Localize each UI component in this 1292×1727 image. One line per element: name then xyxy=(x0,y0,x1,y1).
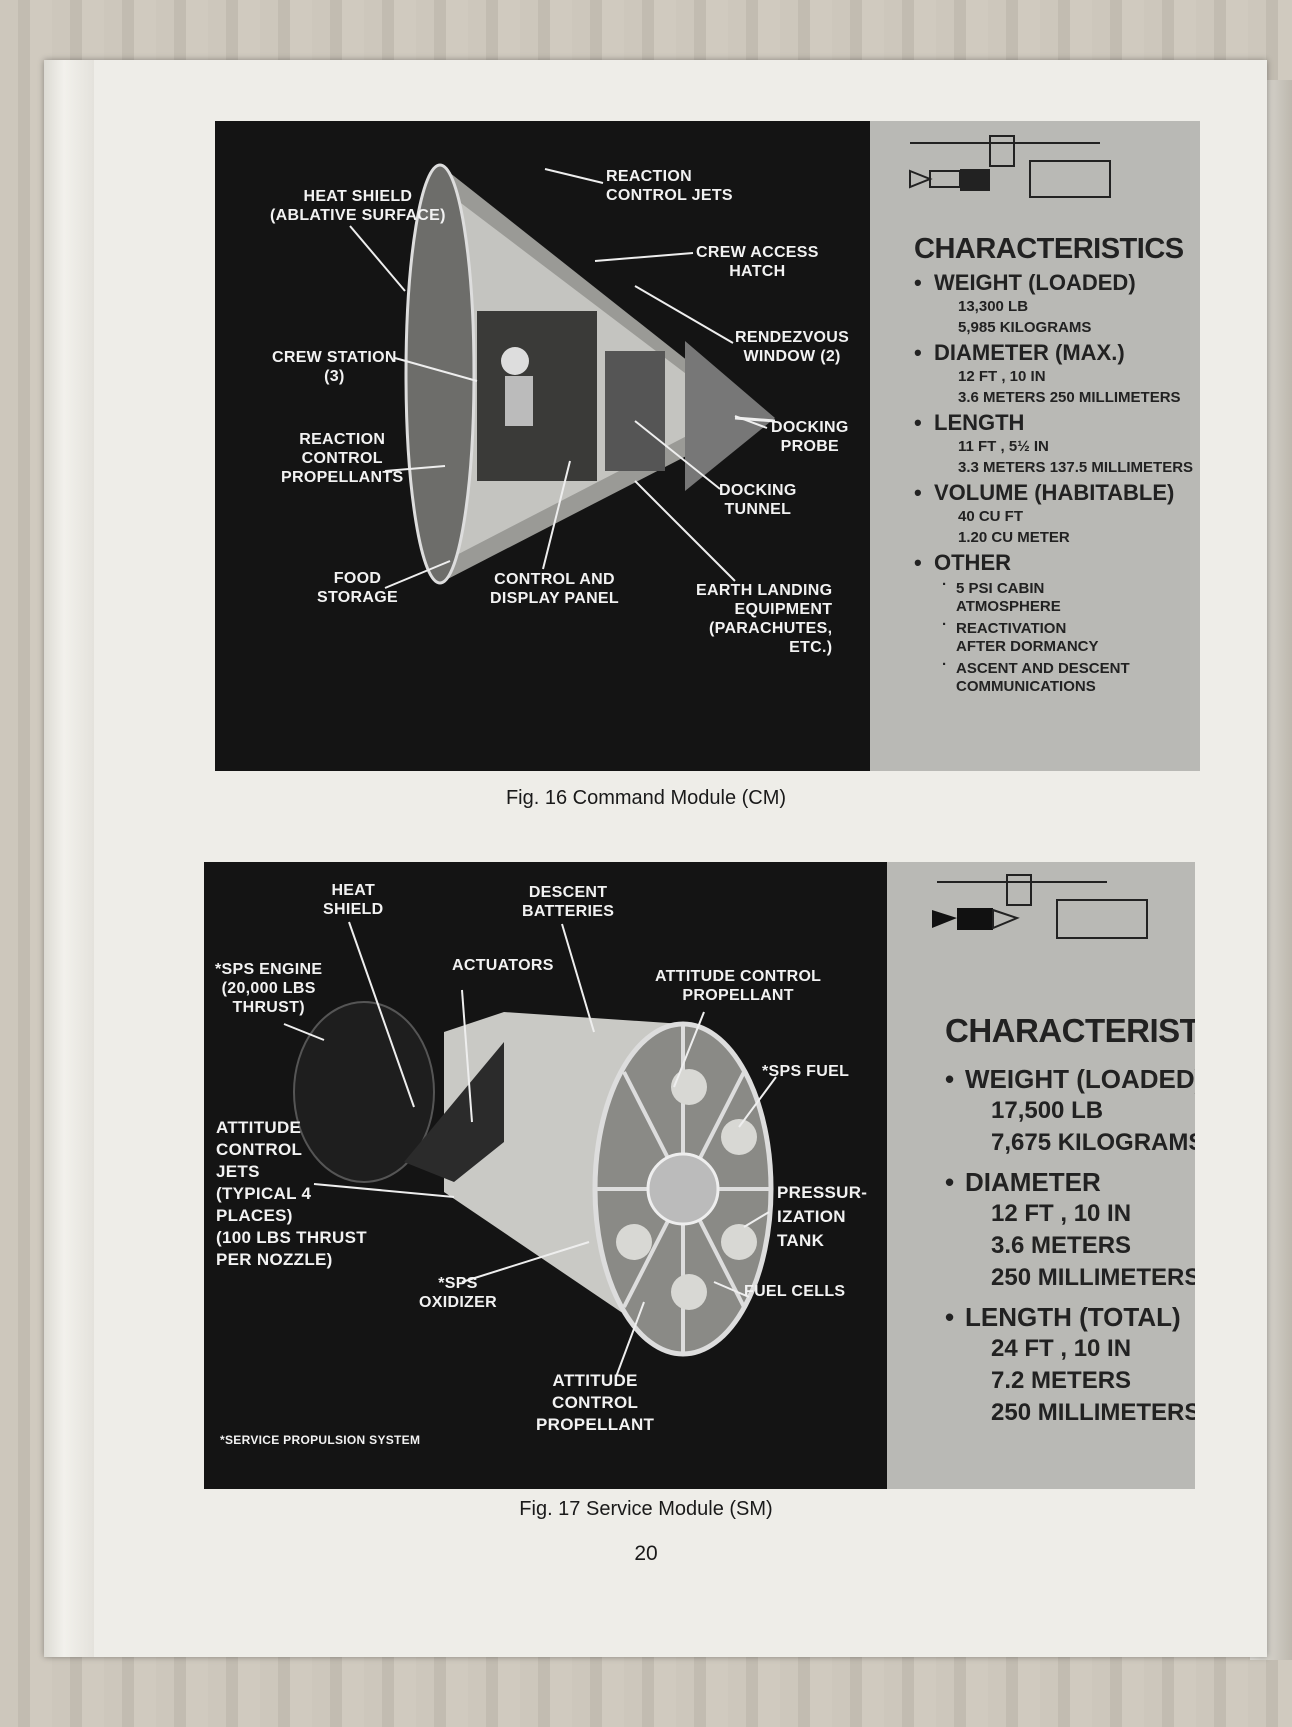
label-reaction-control-propellants: REACTION CONTROL PROPELLANTS xyxy=(281,431,404,486)
label-heat-shield: HEAT SHIELD (ABLATIVE SURFACE) xyxy=(270,188,446,224)
characteristic-value: 13,300 LB xyxy=(958,298,1029,315)
characteristic-label: DIAMETER (MAX.) xyxy=(934,340,1125,365)
characteristic-value: 40 CU FT xyxy=(958,508,1024,525)
label-docking-tunnel: DOCKING TUNNEL xyxy=(719,482,797,518)
bullet-icon: · xyxy=(942,616,947,633)
characteristic-value: 250 MILLIMETERS xyxy=(991,1399,1195,1426)
bullet-icon: • xyxy=(914,550,922,575)
label-crew-station: CREW STATION (3) xyxy=(272,349,397,385)
other-bullet-item: 5 PSI CABIN ATMOSPHERE xyxy=(956,580,1061,615)
label-attitude-control-propellant-top: ATTITUDE CONTROL PROPELLANT xyxy=(655,968,822,1004)
label-food-storage: FOOD STORAGE xyxy=(317,570,398,606)
command-module-drawing xyxy=(349,163,776,589)
characteristic-value: 250 MILLIMETERS xyxy=(991,1264,1195,1291)
characteristic-label: LENGTH (TOTAL) xyxy=(965,1302,1181,1332)
characteristic-label: WEIGHT (LOADED) xyxy=(934,270,1136,295)
page-number: 20 xyxy=(634,1542,658,1565)
characteristic-label: VOLUME (HABITABLE) xyxy=(934,480,1175,505)
label-pressurization-tank: PRESSUR- IZATION TANK xyxy=(777,1183,868,1250)
spacecraft-thumbnail-icon xyxy=(932,874,1148,939)
bullet-icon: • xyxy=(914,340,922,365)
fig16-caption: Fig. 16 Command Module (CM) xyxy=(505,787,787,809)
label-descent-batteries: DESCENT BATTERIES xyxy=(522,884,615,920)
characteristic-value: 7,675 KILOGRAMS xyxy=(991,1129,1195,1156)
label-control-display-panel: CONTROL AND DISPLAY PANEL xyxy=(490,571,619,607)
bullet-icon: • xyxy=(914,270,922,295)
cm-characteristics-panel: CHARACTERISTICS • WEIGHT (LOADED) 13,300 L… xyxy=(870,121,1200,771)
characteristic-label: WEIGHT (LOADED) xyxy=(965,1064,1195,1094)
other-bullet-item: ASCENT AND DESCENT COMMUNICATIONS xyxy=(956,660,1130,695)
characteristics-heading: CHARACTERISTICS xyxy=(914,233,1184,265)
label-attitude-control-jets: ATTITUDE CONTROL JETS (TYPICAL 4 PLACES)… xyxy=(216,1118,367,1269)
label-attitude-control-propellant-bottom: ATTITUDE CONTROL PROPELLANT xyxy=(536,1371,655,1434)
bullet-icon: · xyxy=(942,656,947,673)
characteristics-heading: CHARACTERISTICS xyxy=(945,1012,1195,1049)
characteristic-item: • DIAMETER xyxy=(945,1167,1195,1198)
spacecraft-thumbnail-icon xyxy=(909,135,1111,198)
characteristic-value: 11 FT , 5½ IN xyxy=(958,438,1049,455)
characteristic-value: 24 FT , 10 IN xyxy=(991,1335,1132,1362)
characteristic-item: • DIAMETER (MAX.) xyxy=(914,340,1193,366)
characteristic-item: • WEIGHT (LOADED) xyxy=(914,270,1193,296)
characteristic-value: 7.2 METERS xyxy=(991,1367,1132,1394)
characteristic-value: 5,985 KILOGRAMS xyxy=(958,319,1092,336)
characteristic-item: • LENGTH (TOTAL) xyxy=(945,1302,1195,1333)
characteristic-item: • OTHER xyxy=(914,550,1193,576)
label-reaction-control-jets: REACTION CONTROL JETS xyxy=(606,168,733,204)
characteristic-label: LENGTH xyxy=(934,410,1025,435)
characteristic-item: • WEIGHT (LOADED) xyxy=(945,1064,1195,1095)
label-docking-probe: DOCKING PROBE xyxy=(771,419,849,455)
label-rendezvous-window: RENDEZVOUS WINDOW (2) xyxy=(735,329,850,365)
characteristic-value: 1.20 CU METER xyxy=(958,529,1070,546)
cm-characteristics: CHARACTERISTICS • WEIGHT (LOADED) 13,300 L… xyxy=(914,233,1193,696)
sm-illustration: HEAT SHIELD DESCENT BATTERIES *SPS ENGIN… xyxy=(204,862,887,1489)
label-sps-engine: *SPS ENGINE (20,000 LBS THRUST) xyxy=(215,961,323,1016)
characteristic-value: 3.6 METERS xyxy=(991,1232,1132,1259)
page-stack-edge xyxy=(44,60,94,1657)
label-fuel-cells: FUEL CELLS xyxy=(744,1283,846,1300)
cm-illustration: HEAT SHIELD (ABLATIVE SURFACE) REACTION … xyxy=(215,121,870,771)
bullet-icon: • xyxy=(945,1302,955,1332)
service-module-drawing xyxy=(283,921,777,1378)
label-crew-access-hatch: CREW ACCESS HATCH xyxy=(696,244,819,280)
characteristic-value: 3.3 METERS 137.5 MILLIMETERS xyxy=(958,459,1194,476)
characteristic-item: • LENGTH xyxy=(914,410,1193,436)
characteristic-item: • VOLUME (HABITABLE) xyxy=(914,480,1193,506)
other-bullet-item: REACTIVATION AFTER DORMANCY xyxy=(956,620,1099,655)
characteristic-value: 12 FT , 10 IN xyxy=(958,368,1046,385)
characteristic-value: 17,500 LB xyxy=(991,1097,1104,1124)
bullet-icon: • xyxy=(914,410,922,435)
label-earth-landing-equipment: EARTH LANDING EQUIPMENT (PARACHUTES, ETC… xyxy=(696,582,833,656)
label-actuators: ACTUATORS xyxy=(452,957,554,974)
characteristic-value: 3.6 METERS 250 MILLIMETERS xyxy=(958,389,1181,406)
fig16-command-module-panel: HEAT SHIELD (ABLATIVE SURFACE) REACTION … xyxy=(215,121,1200,771)
characteristic-label: DIAMETER xyxy=(965,1167,1101,1197)
bullet-icon: • xyxy=(945,1064,955,1094)
characteristic-value: 12 FT , 10 IN xyxy=(991,1200,1132,1227)
bullet-icon: • xyxy=(945,1167,955,1197)
label-sps-oxidizer: *SPS OXIDIZER xyxy=(419,1275,497,1311)
sps-footnote: *SERVICE PROPULSION SYSTEM xyxy=(220,1433,421,1447)
label-sps-fuel: *SPS FUEL xyxy=(762,1063,850,1080)
label-heat-shield: HEAT SHIELD xyxy=(323,882,384,918)
fig17-caption: Fig. 17 Service Module (SM) xyxy=(519,1498,773,1520)
fig17-service-module-panel: HEAT SHIELD DESCENT BATTERIES *SPS ENGIN… xyxy=(204,862,1195,1489)
bullet-icon: • xyxy=(914,480,922,505)
sm-characteristics: CHARACTERISTICS • WEIGHT (LOADED) 17,500 L… xyxy=(945,1012,1195,1429)
sm-characteristics-panel: CHARACTERISTICS • WEIGHT (LOADED) 17,500 L… xyxy=(887,862,1195,1489)
characteristic-label: OTHER xyxy=(934,550,1011,575)
bullet-icon: · xyxy=(942,576,947,593)
